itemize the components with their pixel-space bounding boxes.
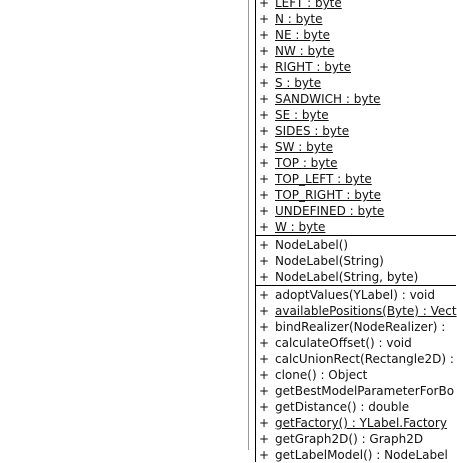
visibility-marker: + — [259, 254, 270, 268]
visibility-marker: + — [259, 188, 270, 202]
method-row-label: calcUnionRect(Rectangle2D) : — [275, 352, 454, 366]
field-row-label: NE : byte — [275, 28, 331, 42]
visibility-marker: + — [259, 432, 270, 446]
visibility-marker: + — [259, 28, 270, 42]
field-row-label: W : byte — [275, 220, 326, 234]
visibility-marker: + — [259, 60, 270, 74]
field-row-label: SE : byte — [275, 108, 329, 122]
fields-separator — [256, 235, 456, 236]
visibility-marker: + — [259, 12, 270, 26]
field-row-label: NW : byte — [275, 44, 335, 58]
field-row-label: SANDWICH : byte — [275, 92, 381, 106]
method-row-label: clone() : Object — [275, 368, 368, 382]
visibility-marker: + — [259, 352, 270, 366]
method-row-label: getFactory() : YLabel.Factory — [275, 416, 447, 430]
visibility-marker: + — [259, 320, 270, 334]
visibility-marker: + — [259, 336, 270, 350]
visibility-marker: + — [259, 172, 270, 186]
field-row-label: SW : byte — [275, 140, 333, 154]
constructor-row-label: NodeLabel(String, byte) — [275, 270, 419, 284]
field-row-label: TOP : byte — [275, 156, 338, 170]
constructor-row-label: NodeLabel() — [275, 238, 349, 252]
field-row-label: SIDES : byte — [275, 124, 350, 138]
field-row-label: S : byte — [275, 76, 322, 90]
field-row-label: LEFT : byte — [275, 0, 342, 10]
visibility-marker: + — [259, 124, 270, 138]
visibility-marker: + — [259, 270, 270, 284]
constructor-row-label: NodeLabel(String) — [275, 254, 384, 268]
field-row-label: RIGHT : byte — [275, 60, 352, 74]
method-row-label: availablePositions(Byte) : Vect — [275, 304, 457, 318]
visibility-marker: + — [259, 140, 270, 154]
method-row-label: getGraph2D() : Graph2D — [275, 432, 424, 446]
visibility-marker: + — [259, 288, 270, 302]
visibility-marker: + — [259, 156, 270, 170]
uml-class-box[interactable]: + LEFT : byte + N : byte + NE : byte + NW : byt… — [255, 0, 457, 463]
visibility-marker: + — [259, 416, 270, 430]
adjacent-element-border — [248, 0, 249, 450]
method-row-label: getDistance() : double — [275, 400, 410, 414]
visibility-marker: + — [259, 92, 270, 106]
method-row-label: adoptValues(YLabel) : void — [275, 288, 435, 302]
constructors-separator — [256, 285, 456, 286]
method-row-label: calculateOffset() : void — [275, 336, 412, 350]
visibility-marker: + — [259, 384, 270, 398]
visibility-marker: + — [259, 108, 270, 122]
method-row-label: getBestModelParameterForBo — [275, 384, 455, 398]
field-row-label: UNDEFINED : byte — [275, 204, 385, 218]
visibility-marker: + — [259, 44, 270, 58]
visibility-marker: + — [259, 238, 270, 252]
methods-compartment: + adoptValues(YLabel) : void + availablePos… — [256, 286, 457, 463]
visibility-marker: + — [259, 204, 270, 218]
visibility-marker: + — [259, 304, 270, 318]
constructors-compartment: + NodeLabel() + NodeLabel(String) + NodeLabel… — [256, 236, 456, 285]
method-row-label: getLabelModel() : NodeLabel — [275, 448, 448, 462]
visibility-marker: + — [259, 400, 270, 414]
fields-compartment: + LEFT : byte + N : byte + NE : byte + NW : byt… — [256, 0, 456, 235]
visibility-marker: + — [259, 76, 270, 90]
method-row-label: bindRealizer(NodeRealizer) : — [275, 320, 446, 334]
field-row-label: TOP_RIGHT : byte — [275, 188, 382, 202]
visibility-marker: + — [259, 220, 270, 234]
visibility-marker: + — [259, 0, 270, 10]
diagram-canvas: + LEFT : byte + N : byte + NE : byte + NW : byt… — [248, 0, 457, 462]
field-row-label: TOP_LEFT : byte — [275, 172, 372, 186]
visibility-marker: + — [259, 368, 270, 382]
field-row-label: N : byte — [275, 12, 323, 26]
visibility-marker: + — [259, 448, 270, 462]
